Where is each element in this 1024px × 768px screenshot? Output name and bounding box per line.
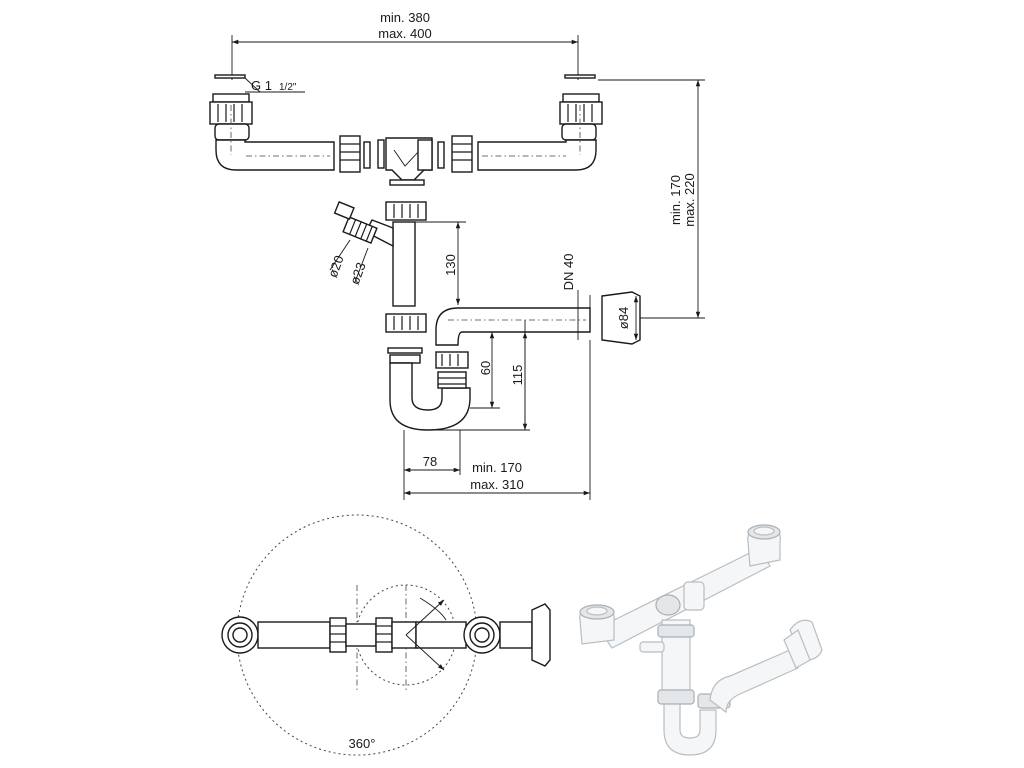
- top-view-rotation: 360°: [221, 514, 551, 756]
- reach-min-label: min. 170: [472, 460, 522, 475]
- product-render-image: [579, 524, 823, 756]
- width-min-label: min. 380: [380, 10, 430, 25]
- thread-fraction-label: 1/2": [279, 82, 297, 93]
- right-inlet-bowl-connector: [477, 74, 603, 171]
- reach-max-label: max. 310: [470, 477, 523, 492]
- height-max-label: max. 220: [682, 173, 697, 226]
- left-inlet-bowl-connector: G 1 1/2": [209, 74, 335, 171]
- wall-flange: ø84: [601, 291, 698, 345]
- tee-connector-assembly: [339, 135, 473, 186]
- trap-total-label: 115: [510, 365, 525, 386]
- inlet-large-diameter-label: ø23: [347, 260, 369, 286]
- thread-label: G 1: [251, 78, 272, 93]
- outlet-elbow-pipe: DN 40: [385, 254, 591, 430]
- inlet-small-diameter-label: ø20: [325, 253, 347, 279]
- width-dimension: min. 380 max. 400: [231, 10, 579, 80]
- trap-u-bend: 60 115: [387, 332, 530, 431]
- trap-depth-label: 60: [478, 361, 493, 375]
- riser-height-label: 130: [443, 254, 458, 276]
- trap-offset-label: 78: [423, 454, 437, 469]
- flange-diameter-label: ø84: [616, 307, 631, 329]
- width-max-label: max. 400: [378, 26, 431, 41]
- rotation-label: 360°: [349, 736, 376, 751]
- riser-with-side-inlet: ø20 ø23 130: [325, 201, 466, 307]
- height-min-label: min. 170: [668, 175, 683, 225]
- outlet-dn-label: DN 40: [561, 254, 576, 291]
- reach-dimension: 78 min. 170 max. 310: [403, 340, 591, 500]
- height-dimension: min. 170 max. 220: [598, 79, 705, 319]
